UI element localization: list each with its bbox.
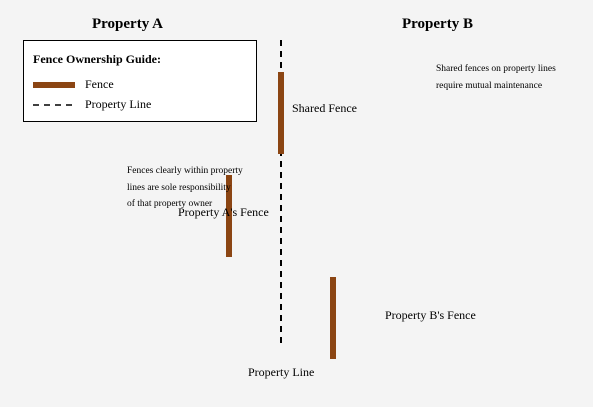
legend-fence-row: Fence [33, 77, 114, 92]
legend-property-line-swatch [33, 100, 75, 110]
property-a-heading: Property A [92, 16, 163, 32]
within-property-note-line-2: lines are sole responsibility [127, 182, 231, 193]
legend: Fence Ownership Guide: Fence Property Li… [23, 40, 257, 122]
legend-fence-swatch [33, 80, 75, 90]
property-line-label: Property Line [248, 365, 315, 379]
property-b-fence-label: Property B's Fence [385, 308, 476, 322]
shared-fence-note-line-1: Shared fences on property lines [436, 64, 556, 74]
shared-fence-note-line-2: require mutual maintenance [436, 80, 543, 91]
within-property-note-line-1: Fences clearly within property [127, 166, 243, 176]
legend-property-line-label: Property Line [85, 97, 152, 111]
property-b-heading: Property B [402, 16, 473, 32]
legend-title: Fence Ownership Guide: [33, 52, 161, 66]
within-property-note: Fences clearly within property lines are… [127, 163, 243, 213]
shared-fence-note: Shared fences on property lines require … [436, 61, 556, 94]
within-property-note-line-3: of that property owner [127, 199, 213, 209]
legend-fence-label: Fence [85, 77, 114, 91]
legend-property-line-row: Property Line [33, 97, 151, 112]
property-a-fence-label: Property A's Fence [178, 205, 269, 219]
shared-fence-label: Shared Fence [292, 101, 357, 115]
